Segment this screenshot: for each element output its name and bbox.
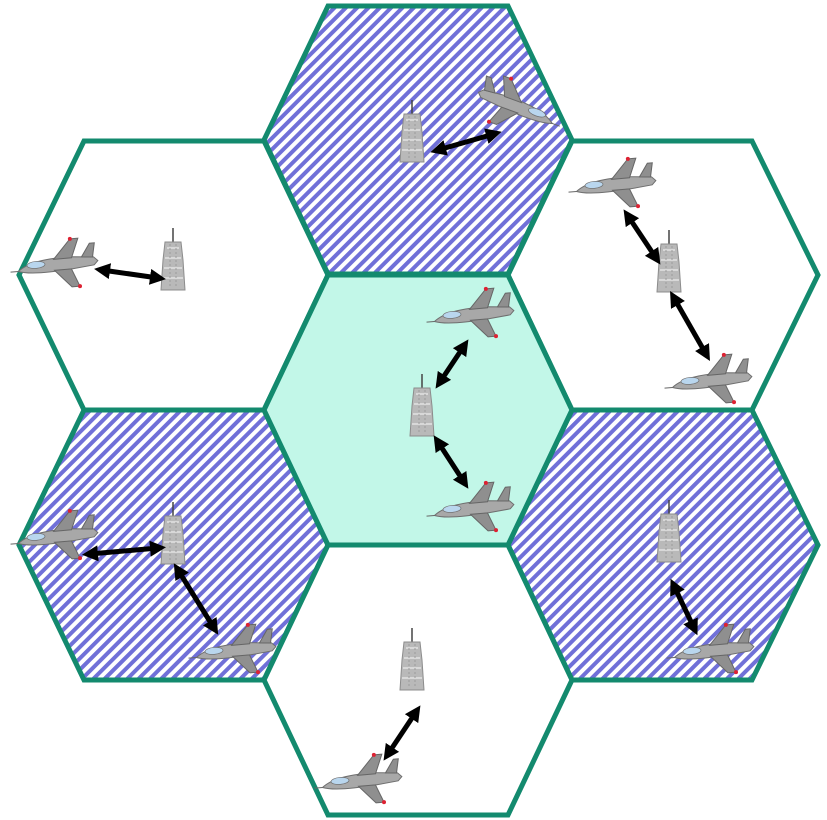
- double-arrow-icon: [433, 435, 469, 489]
- double-arrow-icon: [623, 209, 661, 265]
- double-arrow-icon: [94, 263, 166, 285]
- double-arrow-icon: [173, 563, 219, 635]
- double-arrow-icon: [670, 578, 698, 636]
- double-arrow-icon: [430, 128, 502, 156]
- links: [82, 128, 710, 761]
- double-arrow-icon: [670, 291, 710, 361]
- double-arrow-icon: [383, 705, 421, 761]
- double-arrow-icon: [435, 339, 469, 389]
- double-arrow-icon: [82, 540, 166, 562]
